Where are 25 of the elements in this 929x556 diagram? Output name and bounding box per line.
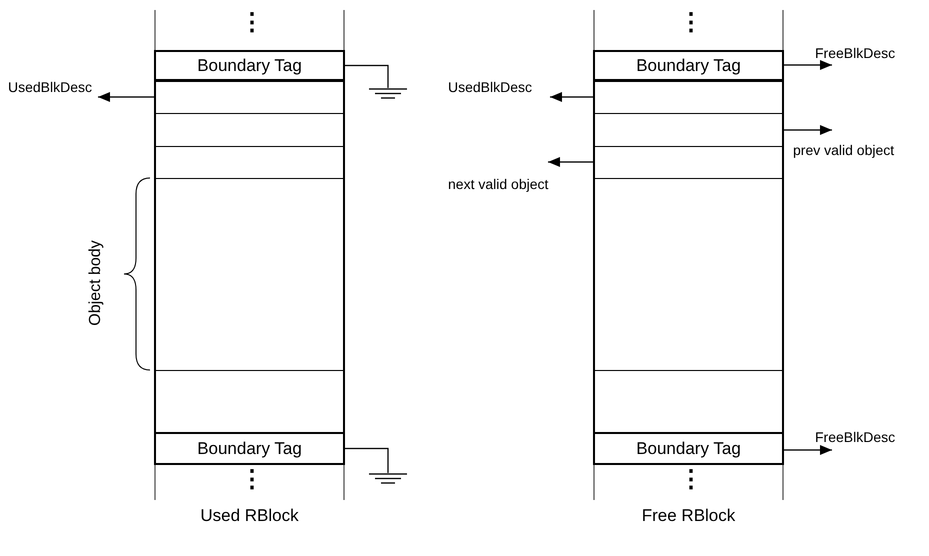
arrow xyxy=(98,92,154,102)
pointer-label: FreeBlkDesc xyxy=(815,45,925,65)
memory-block xyxy=(593,50,784,465)
block-caption: Free RBlock xyxy=(640,506,736,526)
pointer-label: prev valid object xyxy=(793,130,928,158)
ellipsis-mark: ⋮ xyxy=(240,8,260,38)
arrow xyxy=(784,60,832,70)
connector-line xyxy=(345,448,389,473)
memory-block xyxy=(154,50,345,465)
arrow xyxy=(784,445,832,455)
arrow xyxy=(784,125,832,135)
ground-symbol xyxy=(369,88,407,100)
ellipsis-mark: ⋮ xyxy=(240,465,260,495)
ellipsis-mark: ⋮ xyxy=(679,465,699,495)
ground-symbol xyxy=(369,473,407,485)
pointer-label: UsedBlkDesc xyxy=(8,79,108,97)
connector-line xyxy=(345,64,389,88)
pointer-label: next valid object xyxy=(448,162,588,192)
ellipsis-mark: ⋮ xyxy=(679,8,699,38)
object-body-label: Object body xyxy=(87,239,105,328)
block-caption: Used RBlock xyxy=(199,506,300,526)
arrow xyxy=(550,92,593,102)
pointer-label: UsedBlkDesc xyxy=(448,79,560,97)
pointer-label: FreeBlkDesc xyxy=(815,429,925,450)
arrow xyxy=(548,157,593,167)
